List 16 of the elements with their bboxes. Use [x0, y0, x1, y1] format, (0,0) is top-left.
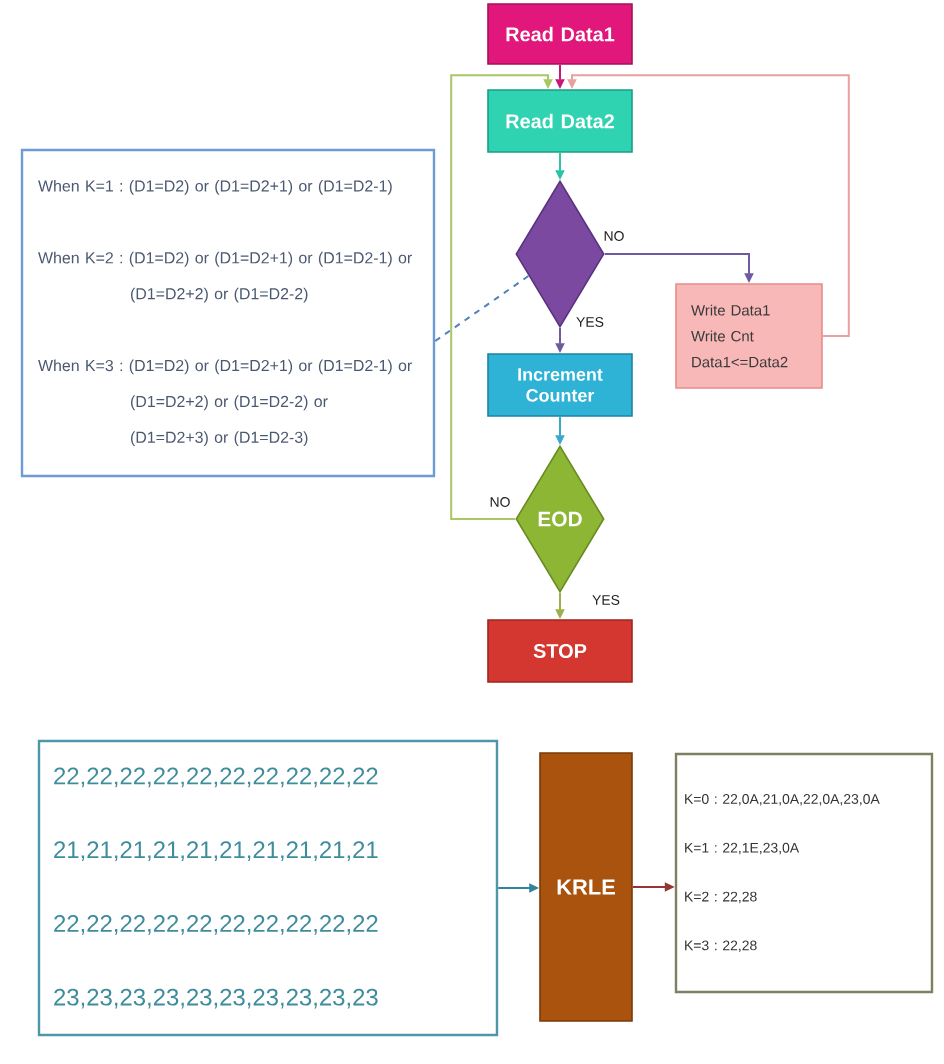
arrow	[450, 74, 553, 520]
process-box: Read Data1	[487, 3, 633, 65]
note-box	[20, 148, 436, 478]
process-box: Read Data2	[487, 89, 633, 153]
process-box: Increment Counter	[487, 353, 633, 417]
data-row: 23,23,23,23,23,23,23,23,23,23	[54, 988, 378, 1009]
data-row: 22,22,22,22,22,22,22,22,22,22	[54, 767, 378, 788]
leader-line	[434, 274, 530, 342]
process-box: KRLE	[539, 752, 633, 1022]
data-row: 22,22,22,22,22,22,22,22,22,22	[54, 915, 378, 935]
process-box: STOP	[487, 619, 633, 683]
data-row: 21,21,21,21,21,21,21,21,21,21	[54, 841, 378, 861]
output-box	[674, 752, 934, 994]
process-box	[675, 283, 823, 389]
arrow	[567, 74, 850, 337]
data-box	[37, 739, 499, 1037]
